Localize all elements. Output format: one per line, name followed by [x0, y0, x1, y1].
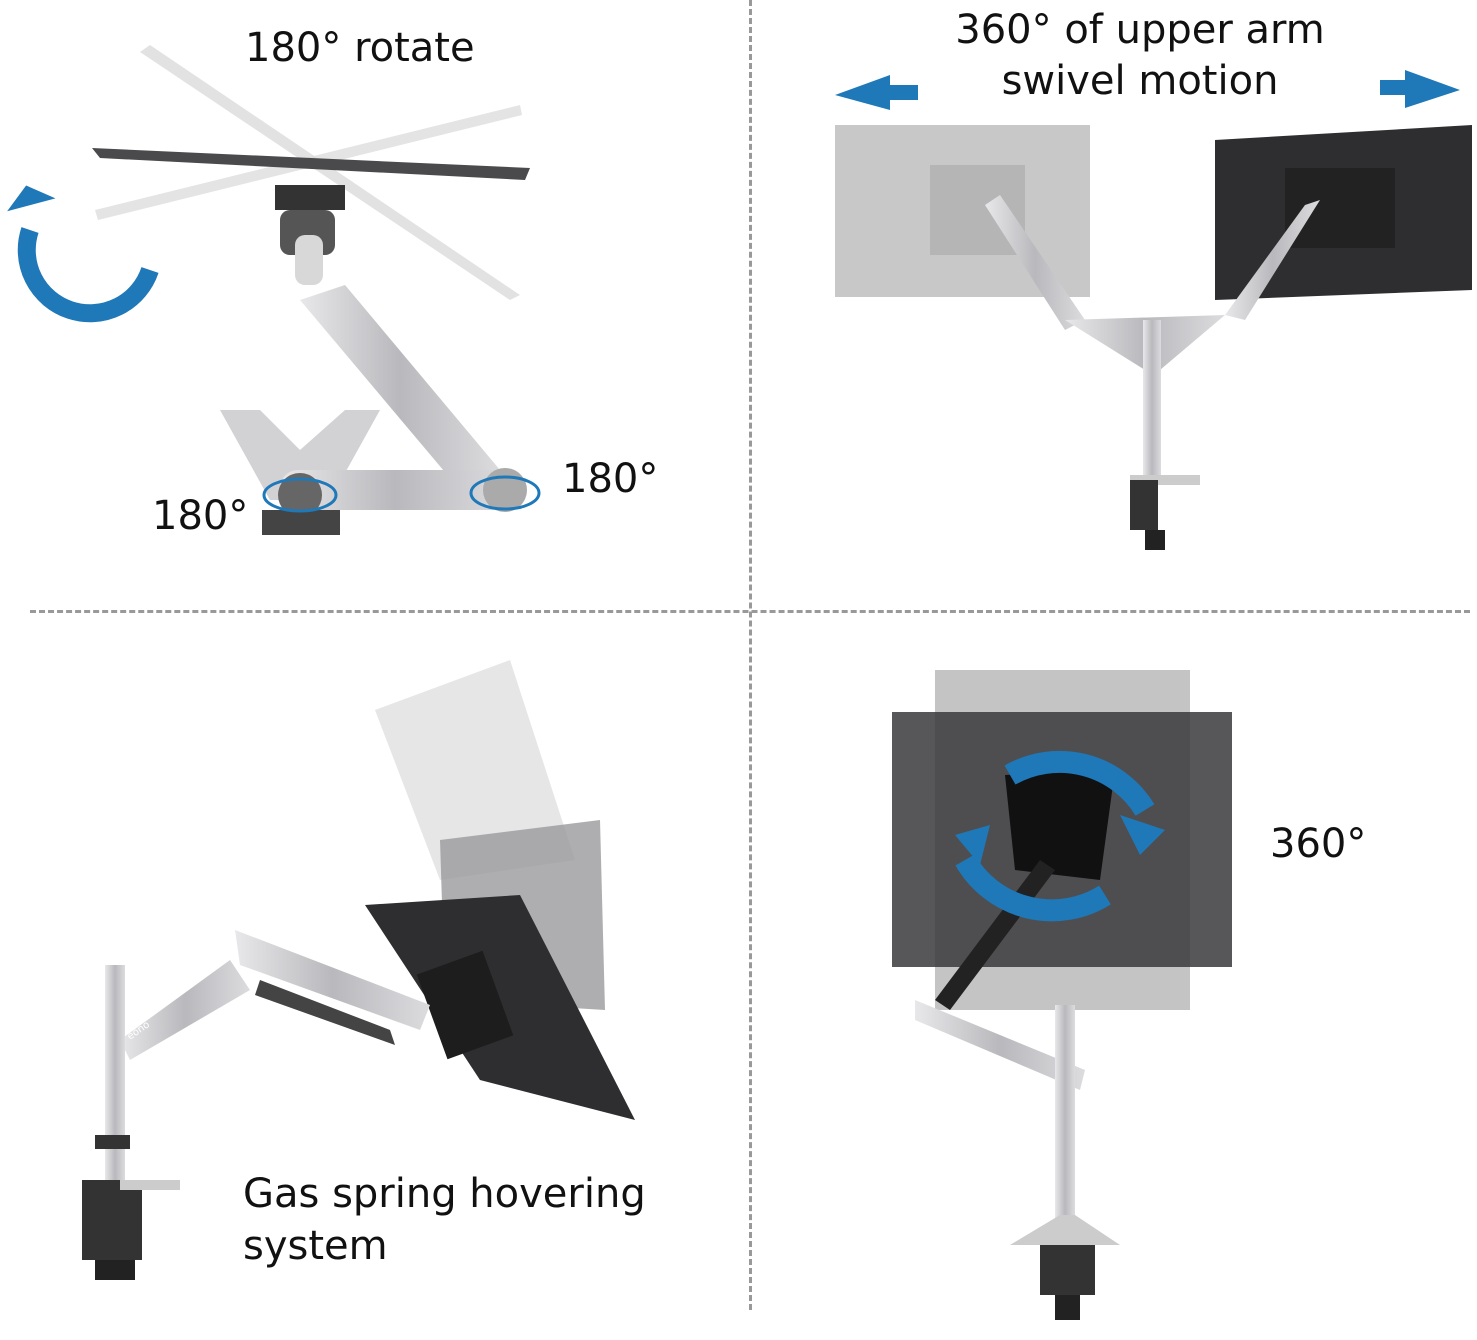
vertical-divider — [749, 0, 752, 1310]
gas-spring-caption-line2: system — [243, 1223, 388, 1269]
rotate-arrow-icon — [1004, 750, 1155, 816]
gas-spring-view: eono — [82, 660, 635, 1280]
tilt-rotation-view — [7, 45, 541, 535]
rotate-arrow-icon — [469, 475, 541, 511]
curved-arrow-icon — [17, 227, 159, 323]
rotation-angle-label: 360° — [1270, 821, 1367, 867]
right-angle-label: 180° — [562, 456, 659, 502]
left-angle-label: 180° — [152, 493, 249, 539]
rotate-title: 180° rotate — [245, 25, 475, 71]
arrow-left-icon — [835, 75, 918, 110]
rotate-arrow-icon — [262, 477, 338, 513]
screen-rotation-view — [892, 670, 1232, 1320]
swivel-title-line1: 360° of upper arm — [955, 7, 1325, 53]
swivel-motion-view — [835, 70, 1472, 550]
rotate-arrow-icon — [955, 854, 1111, 922]
horizontal-divider — [30, 610, 1470, 613]
swivel-title-line2: swivel motion — [1001, 58, 1279, 104]
gas-spring-caption-line1: Gas spring hovering — [243, 1171, 646, 1217]
arrow-right-icon — [1380, 70, 1460, 108]
